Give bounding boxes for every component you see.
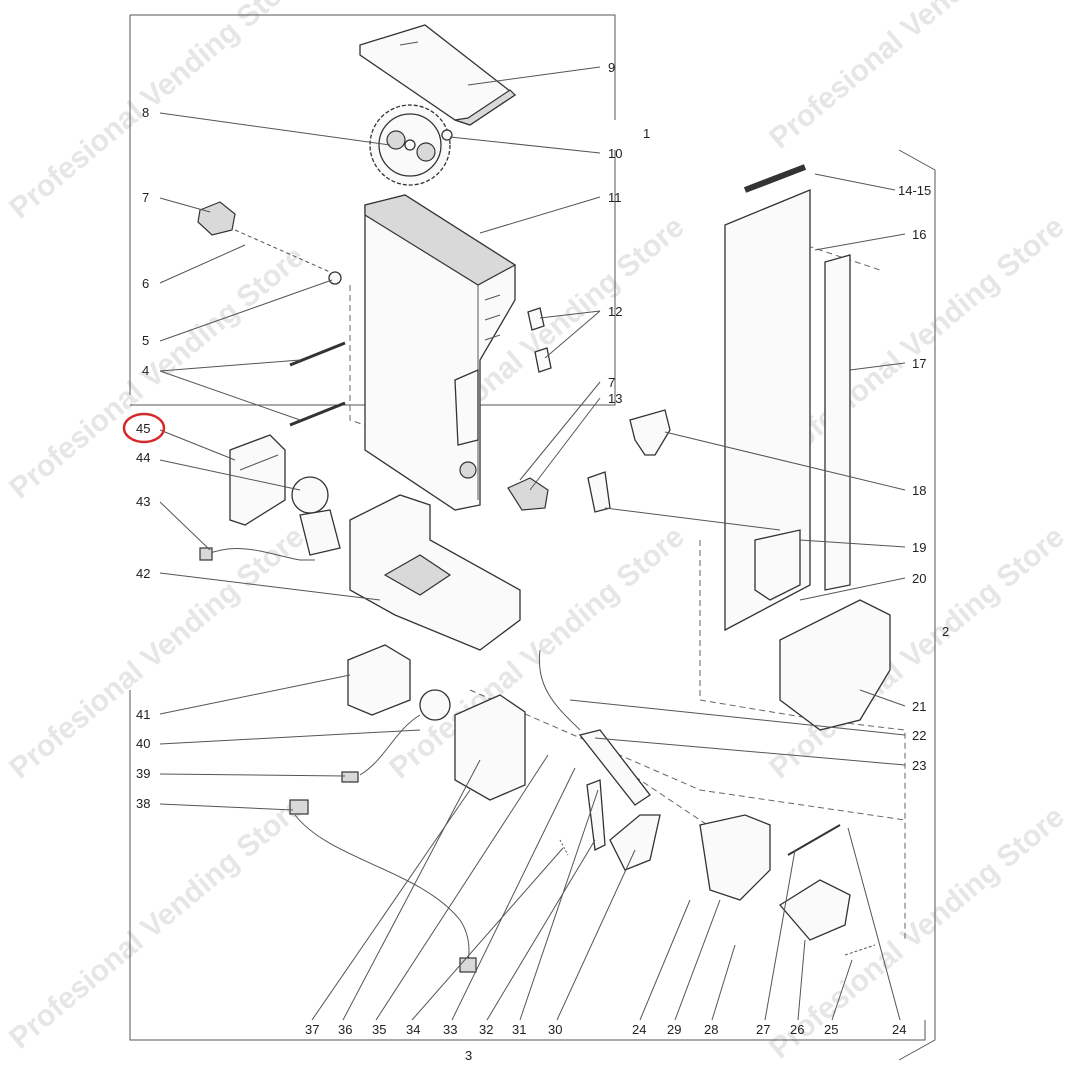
label-22: 22 (912, 728, 926, 743)
part-clip-19 (587, 471, 611, 513)
label-11: 11 (608, 190, 622, 205)
label-39: 39 (136, 766, 150, 781)
label-10: 10 (608, 146, 622, 161)
watermarks: Profesional Vending Store Profesional Ve… (3, 0, 1070, 1065)
label-27: 27 (756, 1022, 770, 1037)
label-18: 18 (912, 483, 926, 498)
assembly-brackets (129, 14, 936, 1061)
part-spring-6 (234, 229, 331, 273)
part-valve-body-36 (454, 694, 526, 801)
part-housing-42 (349, 494, 521, 651)
part-sensor-40 (359, 689, 451, 776)
label-7: 7 (142, 190, 149, 205)
part-plate-29 (699, 814, 771, 901)
part-bracket-20 (754, 529, 801, 601)
part-nut-7 (197, 201, 236, 236)
label-2: 2 (942, 624, 949, 639)
label-44: 44 (136, 450, 150, 465)
label-37: 37 (305, 1022, 319, 1037)
label-24: 24 (632, 1022, 646, 1037)
label-19: 19 (912, 540, 926, 555)
part-spring-25 (844, 944, 876, 956)
label-12: 12 (608, 304, 622, 319)
watermark-text: Profesional Vending Store (3, 790, 310, 1055)
label-40: 40 (136, 736, 150, 751)
label-41: 41 (136, 707, 150, 722)
part-hopper-11 (364, 194, 517, 511)
label-33: 33 (443, 1022, 457, 1037)
part-spring-34 (559, 839, 569, 856)
part-cam-30 (609, 814, 661, 871)
part-rail-17 (824, 254, 851, 591)
label-13: 13 (608, 391, 622, 406)
label-3: 3 (465, 1048, 472, 1063)
part-nozzle-23 (578, 729, 651, 806)
label-34: 34 (406, 1022, 420, 1037)
part-rods-4 (289, 341, 346, 427)
part-cable-38 (289, 799, 477, 973)
label-4: 4 (142, 363, 149, 378)
part-10-clip (441, 129, 453, 141)
label-23: 23 (912, 758, 926, 773)
label-26: 26 (790, 1022, 804, 1037)
part-lid-9 (359, 24, 517, 126)
label-32: 32 (479, 1022, 493, 1037)
leader-lines (159, 66, 906, 1021)
label-24: 24 (892, 1022, 906, 1037)
label-29: 29 (667, 1022, 681, 1037)
part-coupling-13 (507, 477, 549, 511)
part-labels: 1 2 3 4 5 6 7 7 8 9 10 11 12 13 14-15 16… (136, 60, 949, 1063)
label-30: 30 (548, 1022, 562, 1037)
label-20: 20 (912, 571, 926, 586)
part-funnel-18 (629, 409, 671, 456)
part-lever-31 (586, 779, 606, 851)
label-25: 25 (824, 1022, 838, 1037)
part-gear-8 (369, 104, 451, 186)
part-cable-43 (199, 547, 315, 561)
label-14-15: 14-15 (898, 183, 931, 198)
label-43: 43 (136, 494, 150, 509)
part-holder-41 (347, 644, 411, 716)
watermark-text: Profesional Vending Store (3, 0, 310, 225)
part-connector-39 (341, 771, 359, 783)
label-6: 6 (142, 276, 149, 291)
label-42: 42 (136, 566, 150, 581)
part-tube-22 (538, 649, 581, 731)
part-panel-16 (724, 189, 811, 632)
label-16: 16 (912, 227, 926, 242)
watermark-text: Profesional Vending Store (3, 520, 310, 785)
label-1: 1 (643, 126, 650, 141)
label-7: 7 (608, 375, 615, 390)
label-21: 21 (912, 699, 926, 714)
label-28: 28 (704, 1022, 718, 1037)
watermark-text: Profesional Vending Store (763, 0, 1070, 155)
label-31: 31 (512, 1022, 526, 1037)
part-rod-14-15 (743, 164, 807, 193)
label-45: 45 (136, 421, 150, 436)
part-motor-44 (291, 476, 341, 556)
label-9: 9 (608, 60, 615, 75)
label-5: 5 (142, 333, 149, 348)
part-clips-12 (527, 307, 552, 373)
part-bracket-45 (229, 434, 286, 526)
label-17: 17 (912, 356, 926, 371)
label-8: 8 (142, 105, 149, 120)
part-block-26 (779, 879, 851, 941)
label-36: 36 (338, 1022, 352, 1037)
label-38: 38 (136, 796, 150, 811)
highlight-circle (122, 412, 166, 444)
label-35: 35 (372, 1022, 386, 1037)
part-pin-27 (787, 824, 841, 856)
part-ring-5 (328, 271, 342, 285)
